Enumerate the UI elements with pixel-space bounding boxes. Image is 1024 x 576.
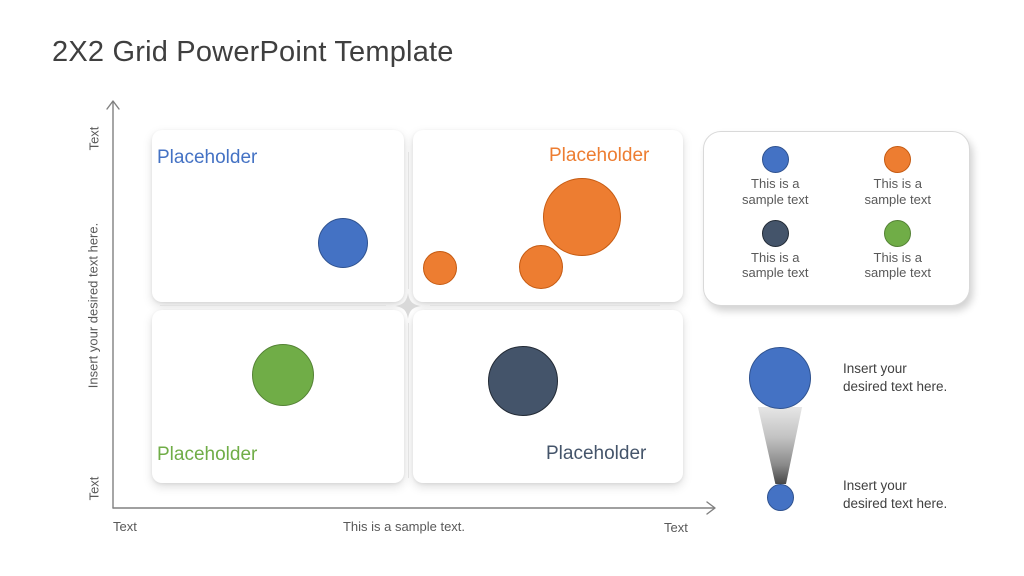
- orange-dot-icon: [884, 146, 912, 173]
- legend-card: This is a sample text This is a sample t…: [703, 131, 970, 306]
- callout-text-bottom: Insert your desired text here.: [843, 478, 948, 511]
- legend-item-text: This is a sample text: [742, 176, 809, 207]
- legend-item-orange: This is a sample text: [837, 146, 960, 220]
- legend-item-text: This is a sample text: [864, 176, 931, 207]
- center-star-icon: [395, 293, 421, 319]
- callout-text-top: Insert your desired text here.: [843, 361, 948, 394]
- dark-dot-icon: [761, 219, 789, 247]
- x-axis-label-right: Text: [664, 520, 688, 535]
- slide-title: 2X2 Grid PowerPoint Template: [52, 36, 454, 68]
- quadrant-top-left: [152, 130, 404, 302]
- blue-dot-icon: [761, 146, 789, 173]
- divider-horizontal-left: [160, 305, 386, 306]
- y-axis-label-bottom: Text: [86, 476, 102, 501]
- quadrant-label-top-right: Placeholder: [549, 145, 650, 166]
- divider-horizontal-right: [430, 305, 660, 306]
- y-axis-label-top: Text: [86, 126, 102, 151]
- legend-item-text: This is a sample text: [864, 249, 931, 281]
- y-axis-label-middle: Insert your desired text here.: [85, 222, 101, 389]
- legend-item-green: This is a sample text: [837, 219, 960, 294]
- x-axis-arrow-icon: [706, 501, 716, 515]
- quadrant-label-top-left: Placeholder: [157, 147, 258, 168]
- legend-item-blue: This is a sample text: [714, 146, 837, 220]
- legend-item-text: This is a sample text: [742, 249, 809, 281]
- y-axis-arrow-icon: [106, 100, 120, 110]
- x-axis-label-middle: This is a sample text.: [342, 519, 466, 534]
- quadrant-label-bottom-right: Placeholder: [546, 443, 647, 464]
- divider-vertical-bottom: [408, 323, 409, 478]
- callout-big-circle: [749, 347, 811, 409]
- legend-item-dark: This is a sample text: [714, 219, 837, 294]
- x-axis-label-left: Text: [113, 519, 137, 534]
- quadrant-label-bottom-left: Placeholder: [157, 444, 258, 465]
- divider-vertical-top: [408, 152, 409, 289]
- callout-small-circle: [767, 484, 794, 511]
- green-dot-icon: [884, 219, 912, 247]
